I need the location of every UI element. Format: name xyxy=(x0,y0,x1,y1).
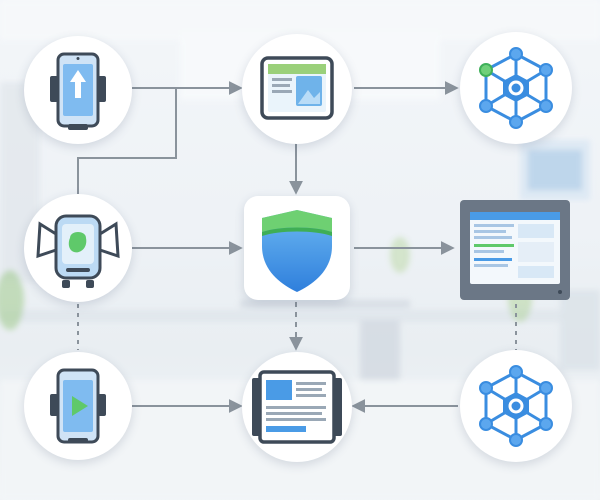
node-mobile-upload[interactable] xyxy=(24,36,132,144)
node-network-hub-bottom[interactable] xyxy=(460,350,572,462)
node-mobile-video[interactable] xyxy=(24,352,132,460)
monitor-dashboard-icon xyxy=(460,200,570,300)
node-robot-device[interactable] xyxy=(24,194,132,302)
smartphone-play-icon xyxy=(50,368,106,444)
smartphone-upload-icon xyxy=(50,52,106,130)
node-monitor-dashboard[interactable] xyxy=(458,198,572,302)
robot-device-icon xyxy=(36,214,120,288)
edge-robot-to-tablet xyxy=(77,88,177,194)
node-document-tablet[interactable] xyxy=(242,352,352,462)
node-network-hub-top[interactable] xyxy=(460,32,572,144)
document-tablet-icon xyxy=(252,370,342,444)
network-hub-icon xyxy=(479,365,553,447)
tablet-dashboard-icon xyxy=(260,56,334,120)
shield-icon xyxy=(262,210,332,292)
node-tablet-app[interactable] xyxy=(242,34,352,144)
network-hub-icon xyxy=(479,47,553,129)
node-security-shield[interactable] xyxy=(244,196,350,300)
